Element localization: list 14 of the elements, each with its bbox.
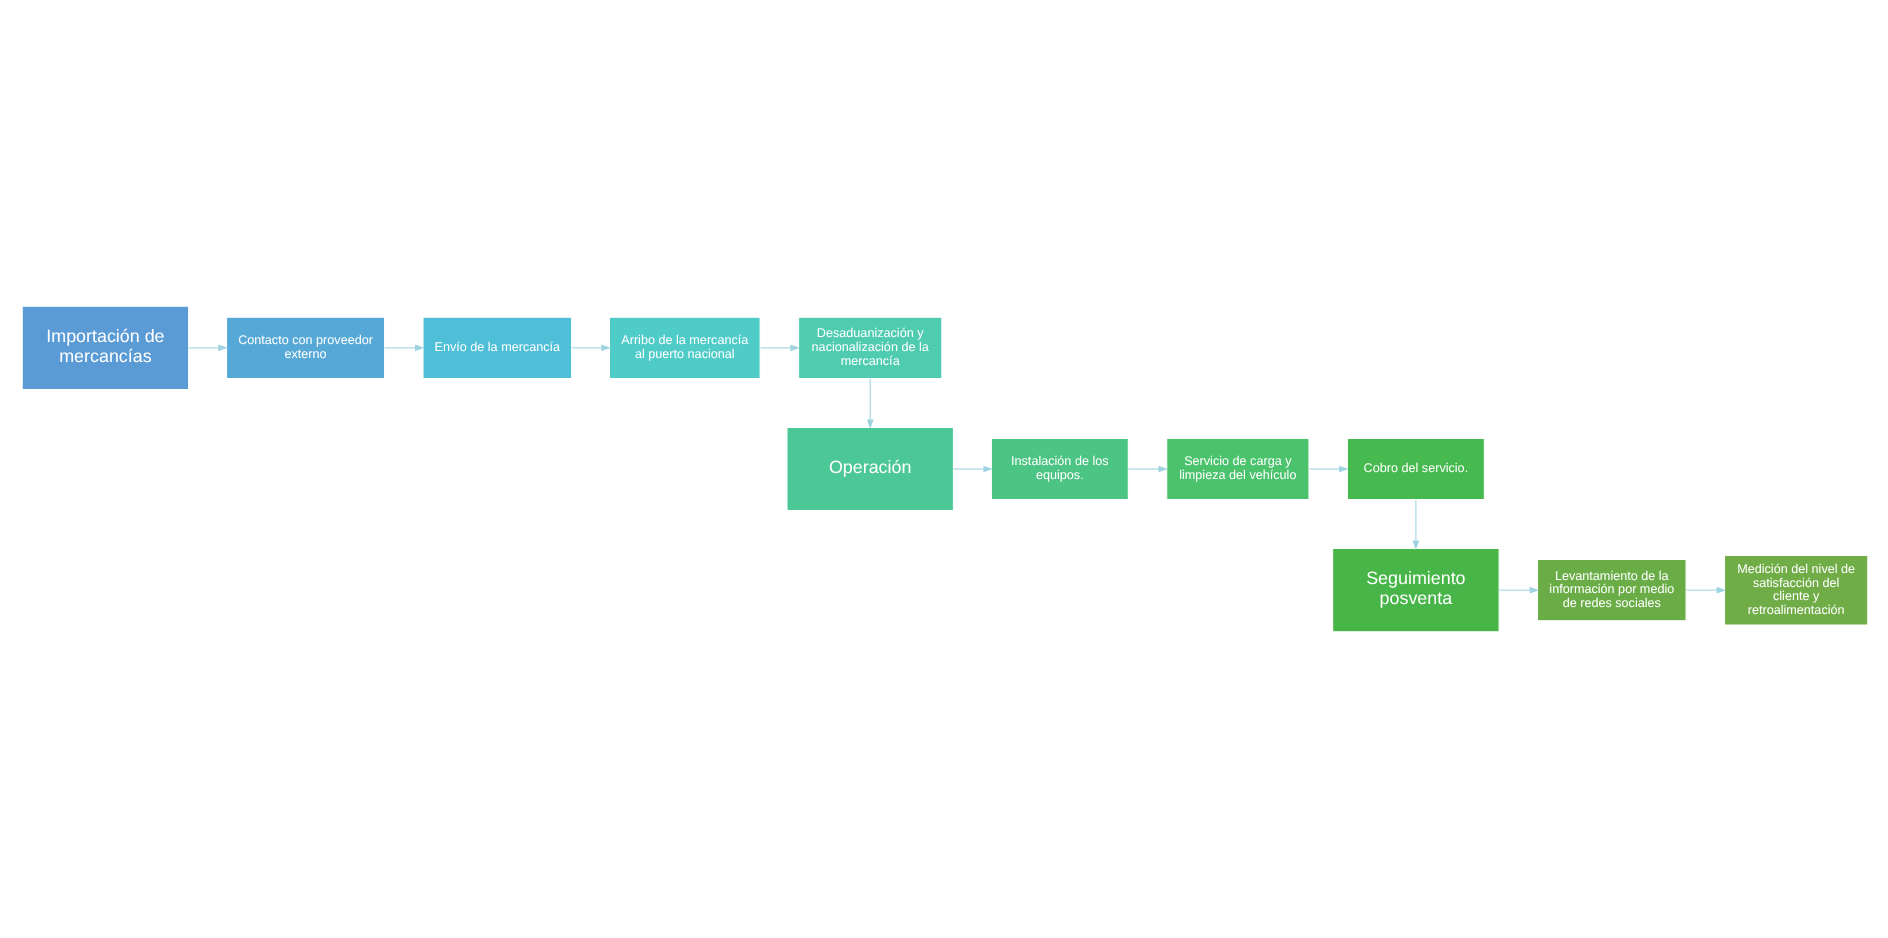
arrow	[1307, 465, 1348, 473]
arrow	[1411, 499, 1419, 551]
arrow	[1126, 465, 1167, 473]
arrow	[570, 344, 610, 352]
arrow	[187, 344, 227, 352]
arrow	[758, 344, 799, 352]
arrow	[865, 378, 873, 429]
arrow	[952, 465, 992, 473]
arrow	[383, 344, 424, 352]
node-box: Seguimiento posventa	[1331, 548, 1499, 633]
arrow	[1684, 586, 1726, 594]
node-box: Importación de mercancías	[20, 305, 189, 390]
node-box: Operación	[785, 426, 953, 512]
arrow	[1497, 586, 1539, 594]
